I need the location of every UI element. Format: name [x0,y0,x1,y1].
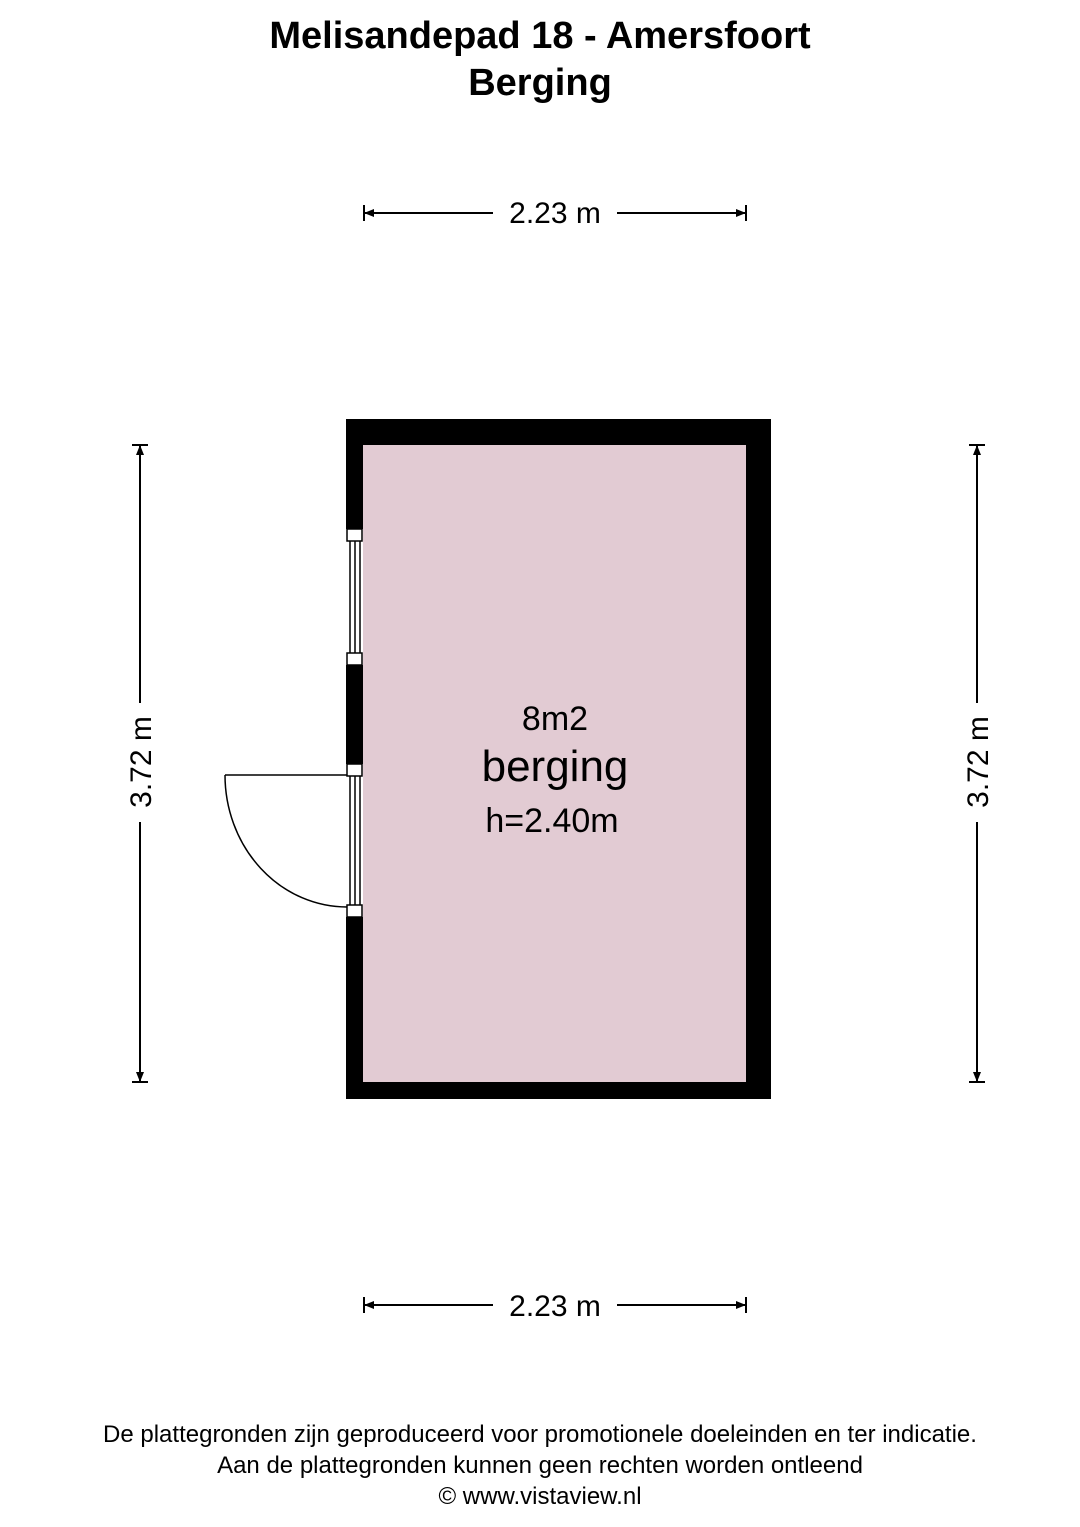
dimension-top: 2.23 m [363,197,747,230]
plan-title: Melisandepad 18 - Amersfoort [269,15,811,57]
disclaimer-line-2: Aan de plattegronden kunnen geen rechten… [217,1452,863,1479]
dimension-bottom-label: 2.23 m [509,1290,601,1323]
room-height: h=2.40m [485,802,618,840]
dimension-left-label: 3.72 m [125,716,158,808]
window-left [346,528,363,666]
room-name: berging [482,742,629,791]
door-swing-arc [224,774,348,908]
room-area: 8m2 [522,700,588,738]
copyright: © www.vistaview.nl [438,1483,642,1510]
floor-title: Berging [468,62,612,104]
dimension-top-label: 2.23 m [509,197,601,230]
dimension-right-label: 3.72 m [962,716,995,808]
room-berging [363,445,746,1082]
dimension-right: 3.72 m [962,444,995,1083]
dimension-left: 3.72 m [125,444,158,1083]
dimension-bottom: 2.23 m [363,1290,747,1323]
disclaimer-line-1: De plattegronden zijn geproduceerd voor … [103,1421,977,1448]
door-left [224,763,363,918]
